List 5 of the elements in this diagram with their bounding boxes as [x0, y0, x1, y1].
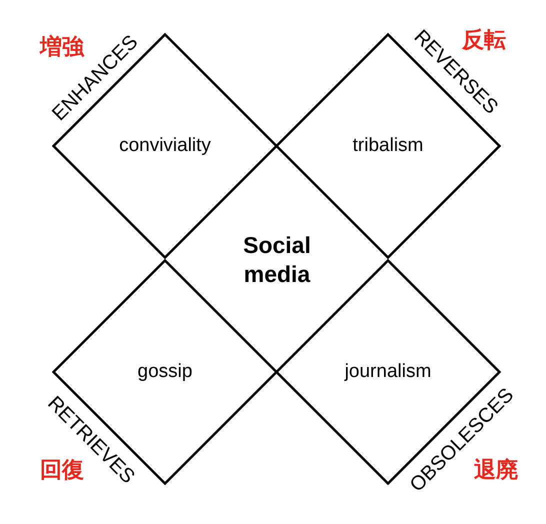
diamond-label: conviviality [119, 135, 211, 157]
center-label: Social media [242, 231, 312, 288]
diamond-label: journalism [344, 361, 432, 383]
diamond-label: gossip [138, 361, 192, 383]
diamond-label: tribalism [352, 135, 424, 157]
